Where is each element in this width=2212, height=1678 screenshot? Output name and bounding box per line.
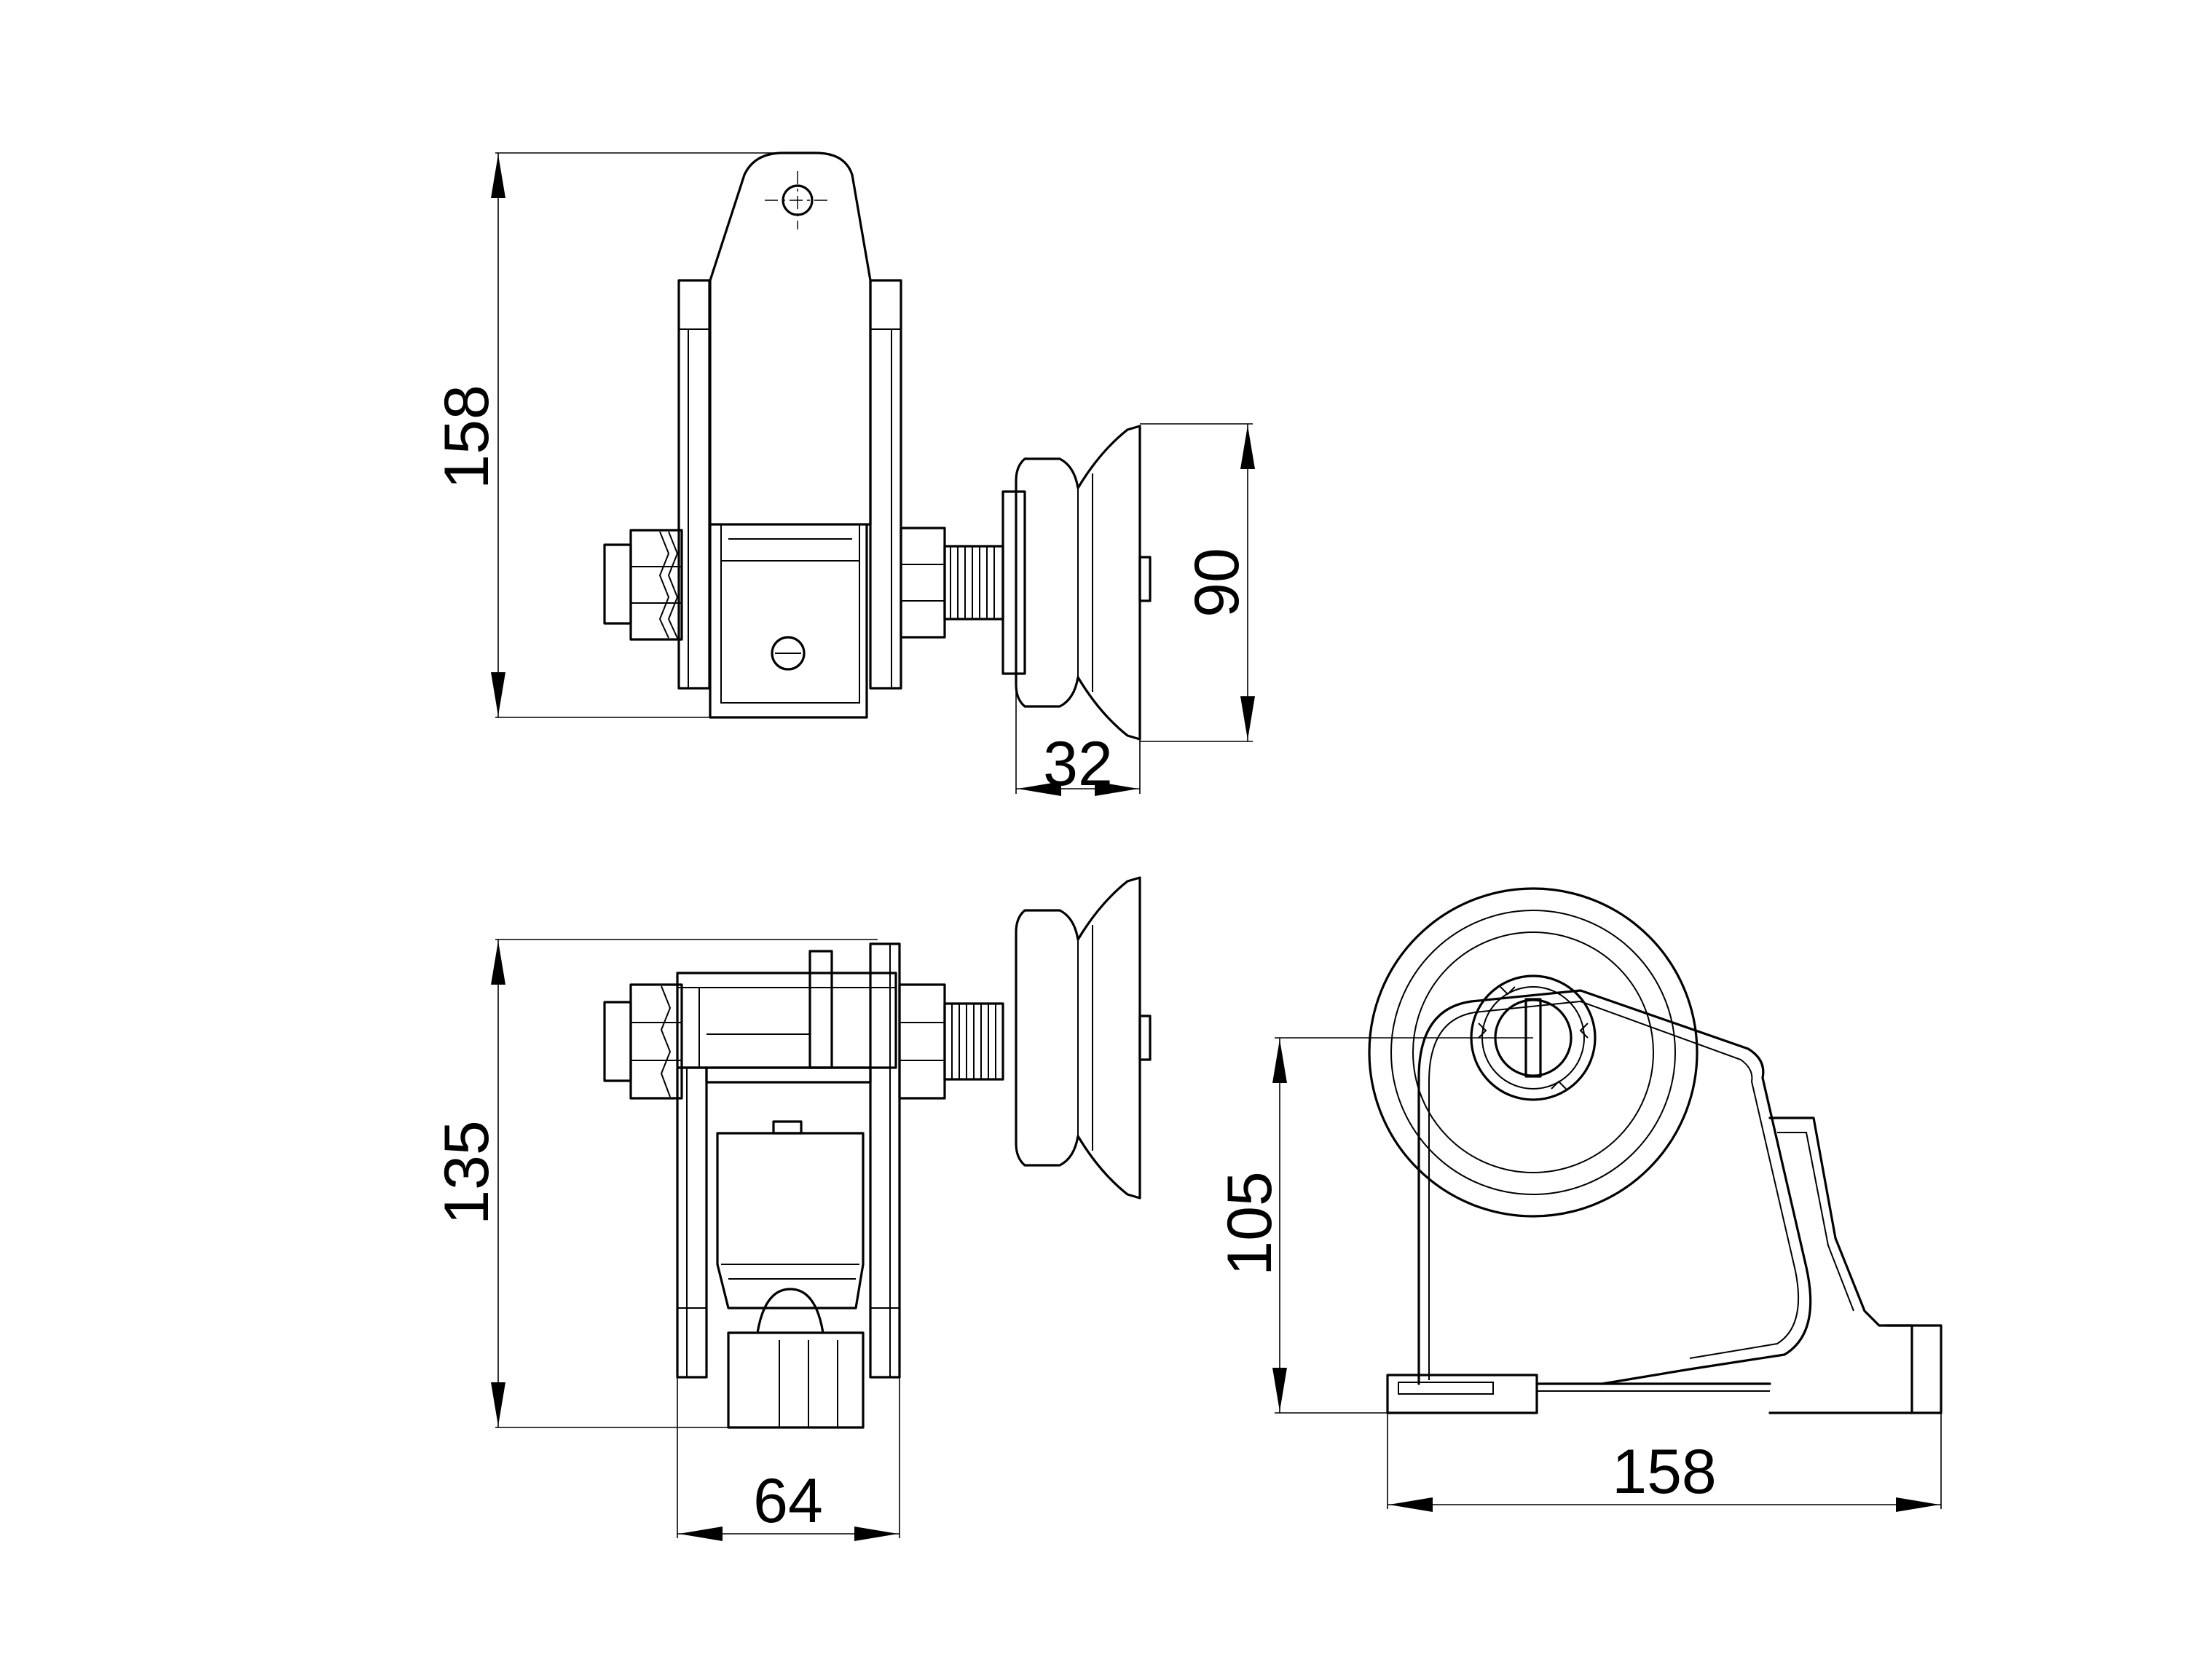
side-foot [1386,1374,1538,1414]
side-view [1368,887,1943,1414]
front-right-nut [898,983,1004,1100]
left-nut [603,529,683,641]
dimension-front-height: 135 [432,939,878,1428]
front-body [716,1132,865,1309]
dim-64-text: 64 [753,1466,823,1536]
dimension-wheel-width: 32 [1015,685,1141,799]
front-view [603,876,1152,1429]
dim-135-text: 135 [432,1120,502,1225]
front-right-rail [869,942,901,1379]
dim-32-text: 32 [1043,729,1113,799]
dimension-front-width: 64 [677,1377,900,1541]
dimension-wheel-diameter: 90 [1140,423,1255,742]
side-base [1768,1116,1943,1414]
front-roller [727,1331,865,1429]
dim-158-top-text: 158 [432,385,502,489]
side-wheel [1368,887,1699,1218]
dim-105-text: 105 [1215,1171,1285,1276]
dimension-side-length: 158 [1387,1413,1942,1512]
left-rail [677,279,711,690]
pivot-bracket [709,151,872,282]
top-view [603,151,1152,741]
body-hole [771,636,806,671]
body-lower [709,523,868,719]
dimension-axle-height: 105 [1215,1037,1533,1414]
dim-158-side-text: 158 [1612,1437,1717,1507]
side-bracket [1417,989,1812,1385]
front-wheel [1015,876,1141,1200]
right-nut [900,490,1026,675]
dimension-top-height: 158 [432,152,783,718]
front-left-rail [676,1066,708,1379]
right-rail [869,279,902,690]
dim-90-text: 90 [1182,548,1252,618]
front-left-nut [603,983,683,1100]
